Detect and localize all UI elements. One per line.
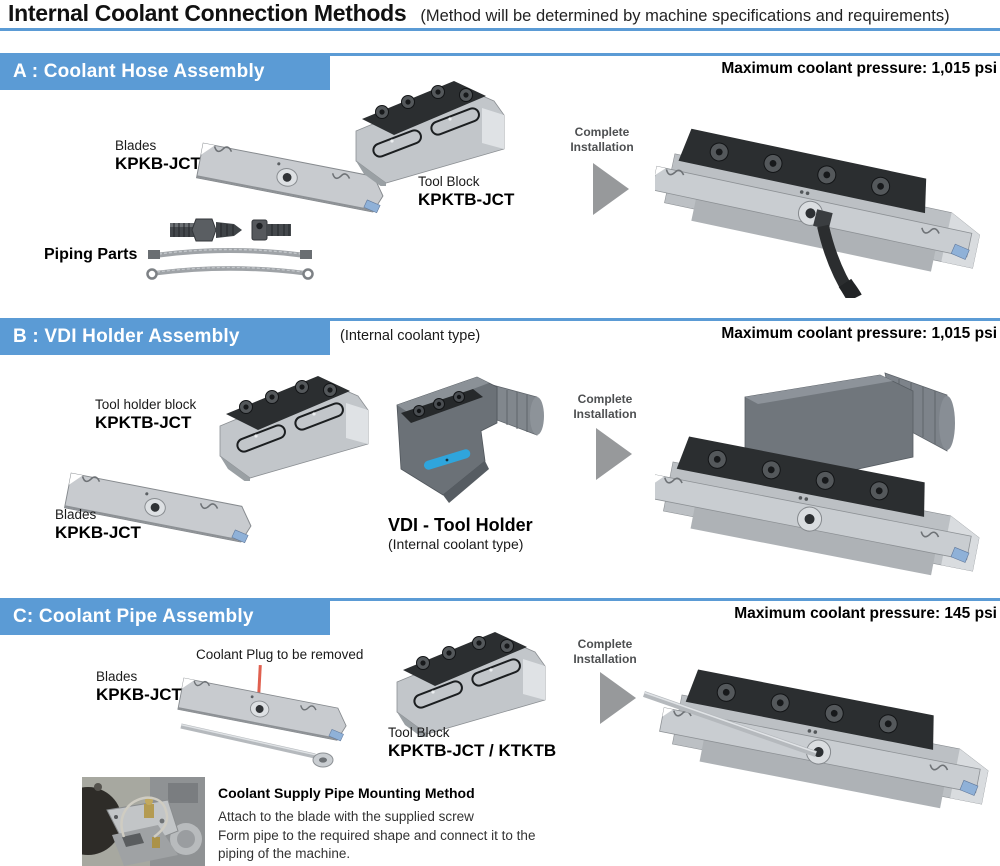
hoses-illustration <box>146 248 314 280</box>
section-b-pressure: Maximum coolant pressure: 1,015 psi <box>721 325 997 342</box>
complete-installation-label-c: Complete Installation <box>573 637 637 666</box>
section-a-header: A : Coolant Hose Assembly <box>0 53 330 90</box>
page-title: Internal Coolant Connection Methods <box>8 0 407 26</box>
coolant-plug-note: Coolant Plug to be removed <box>196 647 364 662</box>
tool-block-label-c: Tool Block KPKTB-JCT / KTKTB <box>388 725 557 760</box>
complete-installation-label-b: Complete Installation <box>573 392 637 421</box>
machine-photo <box>82 777 205 866</box>
blades-label-b: Blades KPKB-JCT <box>55 507 141 542</box>
page-subtitle: (Method will be determined by machine sp… <box>420 7 950 25</box>
section-a: A : Coolant Hose Assembly Maximum coolan… <box>0 53 1000 315</box>
vdi-holder-illustration <box>396 376 544 503</box>
assembled-tool-illustration-c <box>643 663 998 817</box>
arrow-right-icon-b <box>596 428 632 480</box>
pipe-fittings-illustration <box>170 218 291 242</box>
coolant-pipe-illustration <box>180 723 334 768</box>
section-b-header: B : VDI Holder Assembly <box>0 318 330 355</box>
section-c-rule <box>0 598 1000 601</box>
tool-block-illustration-c <box>396 631 546 737</box>
section-b-title: B : VDI Holder Assembly <box>13 325 240 347</box>
section-a-pressure: Maximum coolant pressure: 1,015 psi <box>721 60 997 77</box>
vdi-holder-label: VDI - Tool Holder (Internal coolant type… <box>388 515 533 552</box>
arrow-right-icon-c <box>600 672 636 724</box>
assembled-tool-illustration-a <box>655 122 990 298</box>
complete-installation-label-a: Complete Installation <box>570 125 634 154</box>
tool-holder-block-label: Tool holder block KPKTB-JCT <box>95 397 197 432</box>
section-a-rule <box>0 53 1000 56</box>
mounting-method-text: Attach to the blade with the supplied sc… <box>218 809 536 861</box>
page-header: Internal Coolant Connection Methods (Met… <box>8 0 1000 27</box>
blades-label-c: Blades KPKB-JCT <box>96 669 182 704</box>
section-a-title: A : Coolant Hose Assembly <box>13 60 265 82</box>
piping-parts-label: Piping Parts <box>44 246 138 263</box>
blades-label-a: Blades KPKB-JCT <box>115 138 201 173</box>
section-c-title: C: Coolant Pipe Assembly <box>13 605 254 627</box>
section-b-header-note: (Internal coolant type) <box>340 328 481 344</box>
section-b: B : VDI Holder Assembly (Internal coolan… <box>0 318 1000 598</box>
arrow-right-icon-a <box>593 163 629 215</box>
section-c-header: C: Coolant Pipe Assembly <box>0 598 330 635</box>
section-b-rule <box>0 318 1000 321</box>
section-c: C: Coolant Pipe Assembly Maximum coolant… <box>0 598 1000 866</box>
mounting-method-heading: Coolant Supply Pipe Mounting Method <box>218 785 475 801</box>
section-c-pressure: Maximum coolant pressure: 145 psi <box>734 605 997 622</box>
tool-block-illustration-a <box>355 80 505 186</box>
assembled-tool-illustration-b <box>655 372 989 584</box>
tool-block-label-a: Tool Block KPKTB-JCT <box>418 174 515 209</box>
title-divider <box>0 28 1000 31</box>
